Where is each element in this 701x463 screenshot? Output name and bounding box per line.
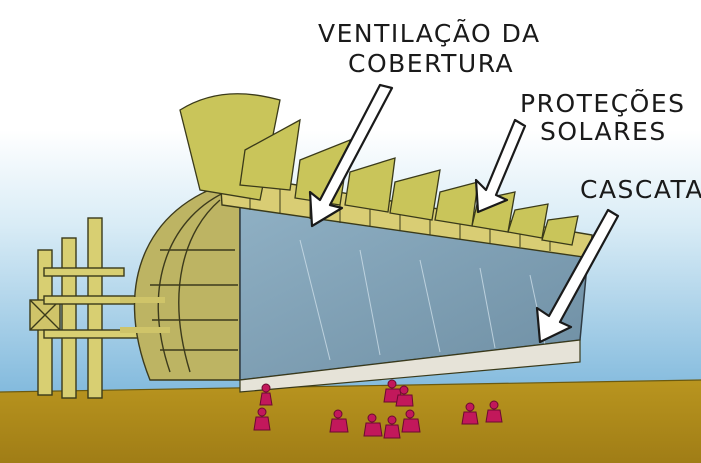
people-figures	[253, 379, 503, 439]
person	[329, 409, 349, 433]
person	[383, 415, 401, 439]
solar-louvers	[179, 93, 579, 246]
ground	[0, 380, 701, 463]
arrow-cascata	[535, 208, 620, 344]
label-ventilacao-line2: COBERTURA	[348, 49, 514, 78]
person	[401, 409, 421, 433]
annotation-arrows	[308, 83, 620, 344]
curved-end-wall	[120, 179, 241, 381]
arrow-ventilacao	[308, 83, 394, 228]
label-protecoes-line2: SOLARES	[540, 117, 667, 146]
label-cascata: CASCATA	[580, 175, 701, 204]
arrow-protecoes	[474, 118, 527, 214]
person	[253, 407, 271, 431]
person	[259, 383, 273, 406]
person	[395, 385, 414, 407]
left-structure	[29, 217, 155, 399]
person	[363, 413, 383, 437]
label-ventilacao-line1: VENTILAÇÃO DA	[318, 18, 541, 48]
label-protecoes-line1: PROTEÇÕES	[520, 88, 686, 118]
base-plinth	[239, 339, 581, 393]
person	[485, 400, 503, 423]
person	[461, 402, 479, 425]
